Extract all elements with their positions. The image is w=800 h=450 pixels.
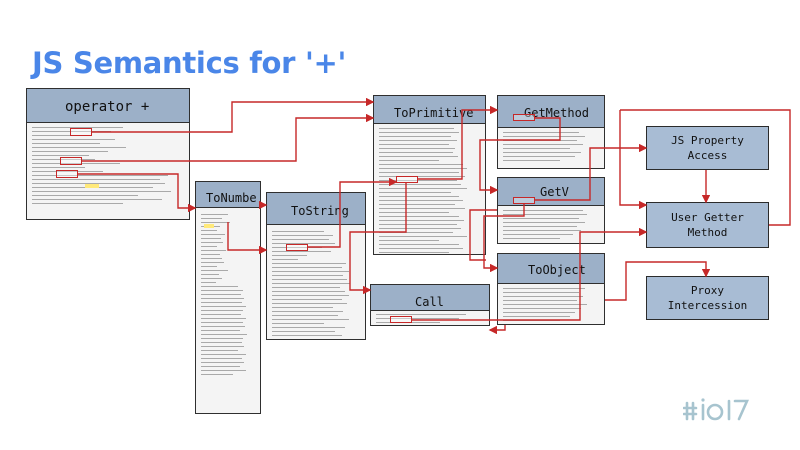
- spec-get-method-label: GetMethod: [524, 106, 590, 120]
- spec-to-number: ToNumbe: [195, 181, 261, 414]
- spec-call: Call: [370, 284, 490, 326]
- io17-logo-icon: [683, 398, 750, 421]
- callsite-highlight: [286, 244, 308, 251]
- callsite-highlight: [70, 128, 92, 136]
- spec-get-method: GetMethod: [497, 95, 605, 169]
- spec-operator-plus-label: operator +: [65, 99, 150, 115]
- spec-get-v: GetV: [497, 177, 605, 244]
- callsite-highlight: [60, 157, 82, 165]
- flow-box-property-access-label: JS Property Access: [671, 134, 744, 162]
- flow-box-user-getter: User Getter Method: [646, 202, 769, 248]
- flow-box-proxy: Proxy Intercession: [646, 276, 769, 320]
- callsite-highlight: [396, 176, 418, 183]
- spec-to-object: ToObject: [497, 253, 605, 325]
- slide-title: JS Semantics for '+': [32, 46, 347, 80]
- flow-box-property-access: JS Property Access: [646, 126, 769, 170]
- callsite-highlight: [390, 316, 412, 323]
- spec-to-primitive-label: ToPrimitive: [394, 106, 474, 120]
- spec-to-number-label: ToNumbe: [206, 191, 257, 205]
- spec-to-string-label: ToString: [291, 204, 349, 218]
- callsite-highlight: [513, 114, 535, 121]
- callsite-highlight: [56, 170, 78, 178]
- spec-operator-plus: operator +: [26, 88, 190, 220]
- spec-to-primitive: ToPrimitive: [373, 95, 486, 255]
- flow-box-user-getter-label: User Getter Method: [671, 211, 744, 239]
- spec-to-string: ToString: [266, 192, 366, 340]
- callsite-highlight: [513, 197, 535, 204]
- flow-box-proxy-label: Proxy Intercession: [667, 284, 748, 312]
- spec-get-v-label: GetV: [540, 185, 569, 199]
- spec-to-object-label: ToObject: [528, 263, 586, 277]
- arrow-toobject-to-call: [488, 325, 506, 335]
- spec-call-label: Call: [415, 295, 444, 309]
- arrow-loop-to-user-getter: [619, 110, 648, 210]
